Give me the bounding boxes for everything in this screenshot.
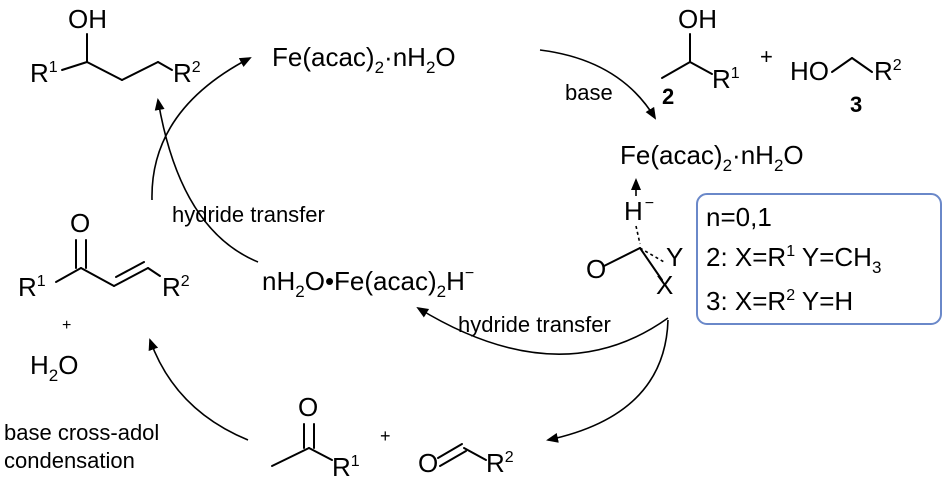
- compound-number-3: 3: [850, 92, 862, 117]
- catalyst-right: Fe(acac)2·nH2O: [620, 140, 804, 175]
- bond: [271, 447, 310, 467]
- arrow-catalyst-activation: [539, 49, 657, 120]
- bond: [61, 61, 88, 71]
- bond: [661, 61, 691, 79]
- alkoxide-intermediate: H− O Y X: [586, 178, 683, 300]
- aldehyde: O R2: [418, 443, 514, 478]
- arrow-hydride-transfer-upper: [154, 98, 259, 263]
- bond: [439, 450, 467, 467]
- arrow-to-aldehyde: [546, 319, 669, 443]
- bond: [639, 247, 663, 281]
- dashed-bond: [639, 247, 665, 263]
- ketone: O R1: [271, 392, 360, 482]
- arrow-aldol-condensation: [148, 338, 249, 441]
- water: H2O: [30, 350, 78, 385]
- hydride-h: H−: [624, 195, 654, 226]
- product-oh-label: OH: [68, 4, 107, 34]
- enone-r2: R2: [162, 272, 190, 302]
- bond: [851, 57, 873, 73]
- alcohol-3-ho: HO: [790, 56, 829, 86]
- catalyst-hydride: nH2O•Fe(acac)2H−: [262, 265, 474, 301]
- bond: [831, 57, 853, 73]
- enone: O R1 R2: [18, 208, 190, 302]
- bond: [147, 267, 161, 277]
- bond: [689, 61, 713, 75]
- aldehyde-r2: R2: [486, 448, 514, 478]
- plus-left: +: [62, 317, 71, 334]
- bond: [55, 267, 82, 283]
- enone-o: O: [70, 208, 90, 238]
- bond: [113, 267, 149, 287]
- bond: [86, 61, 123, 81]
- label-hydride-transfer-upper: hydride transfer: [172, 202, 325, 227]
- label-aldol-line-2: condensation: [4, 448, 135, 473]
- label-base: base: [565, 80, 613, 105]
- legend-line-1: n=0,1: [706, 202, 772, 232]
- product-r2-label: R2: [173, 58, 201, 88]
- alcohol-3-r2: R2: [874, 56, 902, 86]
- alcohol-2-r1: R1: [712, 64, 740, 94]
- product-alcohol: OH R1 R2: [30, 4, 201, 88]
- bond: [308, 447, 333, 461]
- aldehyde-o: O: [418, 448, 438, 478]
- hydride-dashed-bond: [635, 225, 641, 245]
- arrow-hydride-transfer-lower: [416, 306, 669, 355]
- catalyst-top: Fe(acac)2·nH2O: [272, 42, 456, 77]
- bond: [603, 247, 641, 267]
- bond: [80, 267, 115, 287]
- label-hydride-transfer-lower: hydride transfer: [458, 312, 611, 337]
- bond: [157, 61, 173, 71]
- ketone-r1: R1: [332, 452, 360, 482]
- bond: [115, 261, 145, 278]
- product-r1-label: R1: [30, 58, 58, 88]
- legend-box: n=0,1 2: X=R1 Y=CH3 3: X=R2 Y=H: [696, 193, 942, 325]
- plus-top: +: [760, 44, 773, 69]
- alkoxide-o: O: [586, 254, 606, 284]
- bond: [121, 61, 159, 81]
- legend-line-3: 3: X=R2 Y=H: [706, 286, 853, 316]
- plus-bottom: +: [380, 426, 391, 446]
- compound-number-2: 2: [662, 84, 674, 109]
- ketone-o: O: [298, 392, 318, 422]
- alcohol-2-oh: OH: [678, 4, 717, 34]
- enone-r1: R1: [18, 272, 46, 302]
- bond: [437, 443, 463, 459]
- arrow-regenerate-catalyst: [151, 57, 252, 201]
- alcohol-3: HO R2 3: [790, 56, 902, 117]
- alkoxide-y: Y: [666, 242, 683, 272]
- bond: [463, 447, 487, 461]
- legend-border: [696, 193, 942, 325]
- alcohol-2: OH R1 2: [661, 4, 740, 109]
- alkoxide-x: X: [656, 270, 673, 300]
- label-aldol-line-1: base cross-adol: [4, 420, 159, 445]
- legend-line-2: 2: X=R1 Y=CH3: [706, 242, 881, 277]
